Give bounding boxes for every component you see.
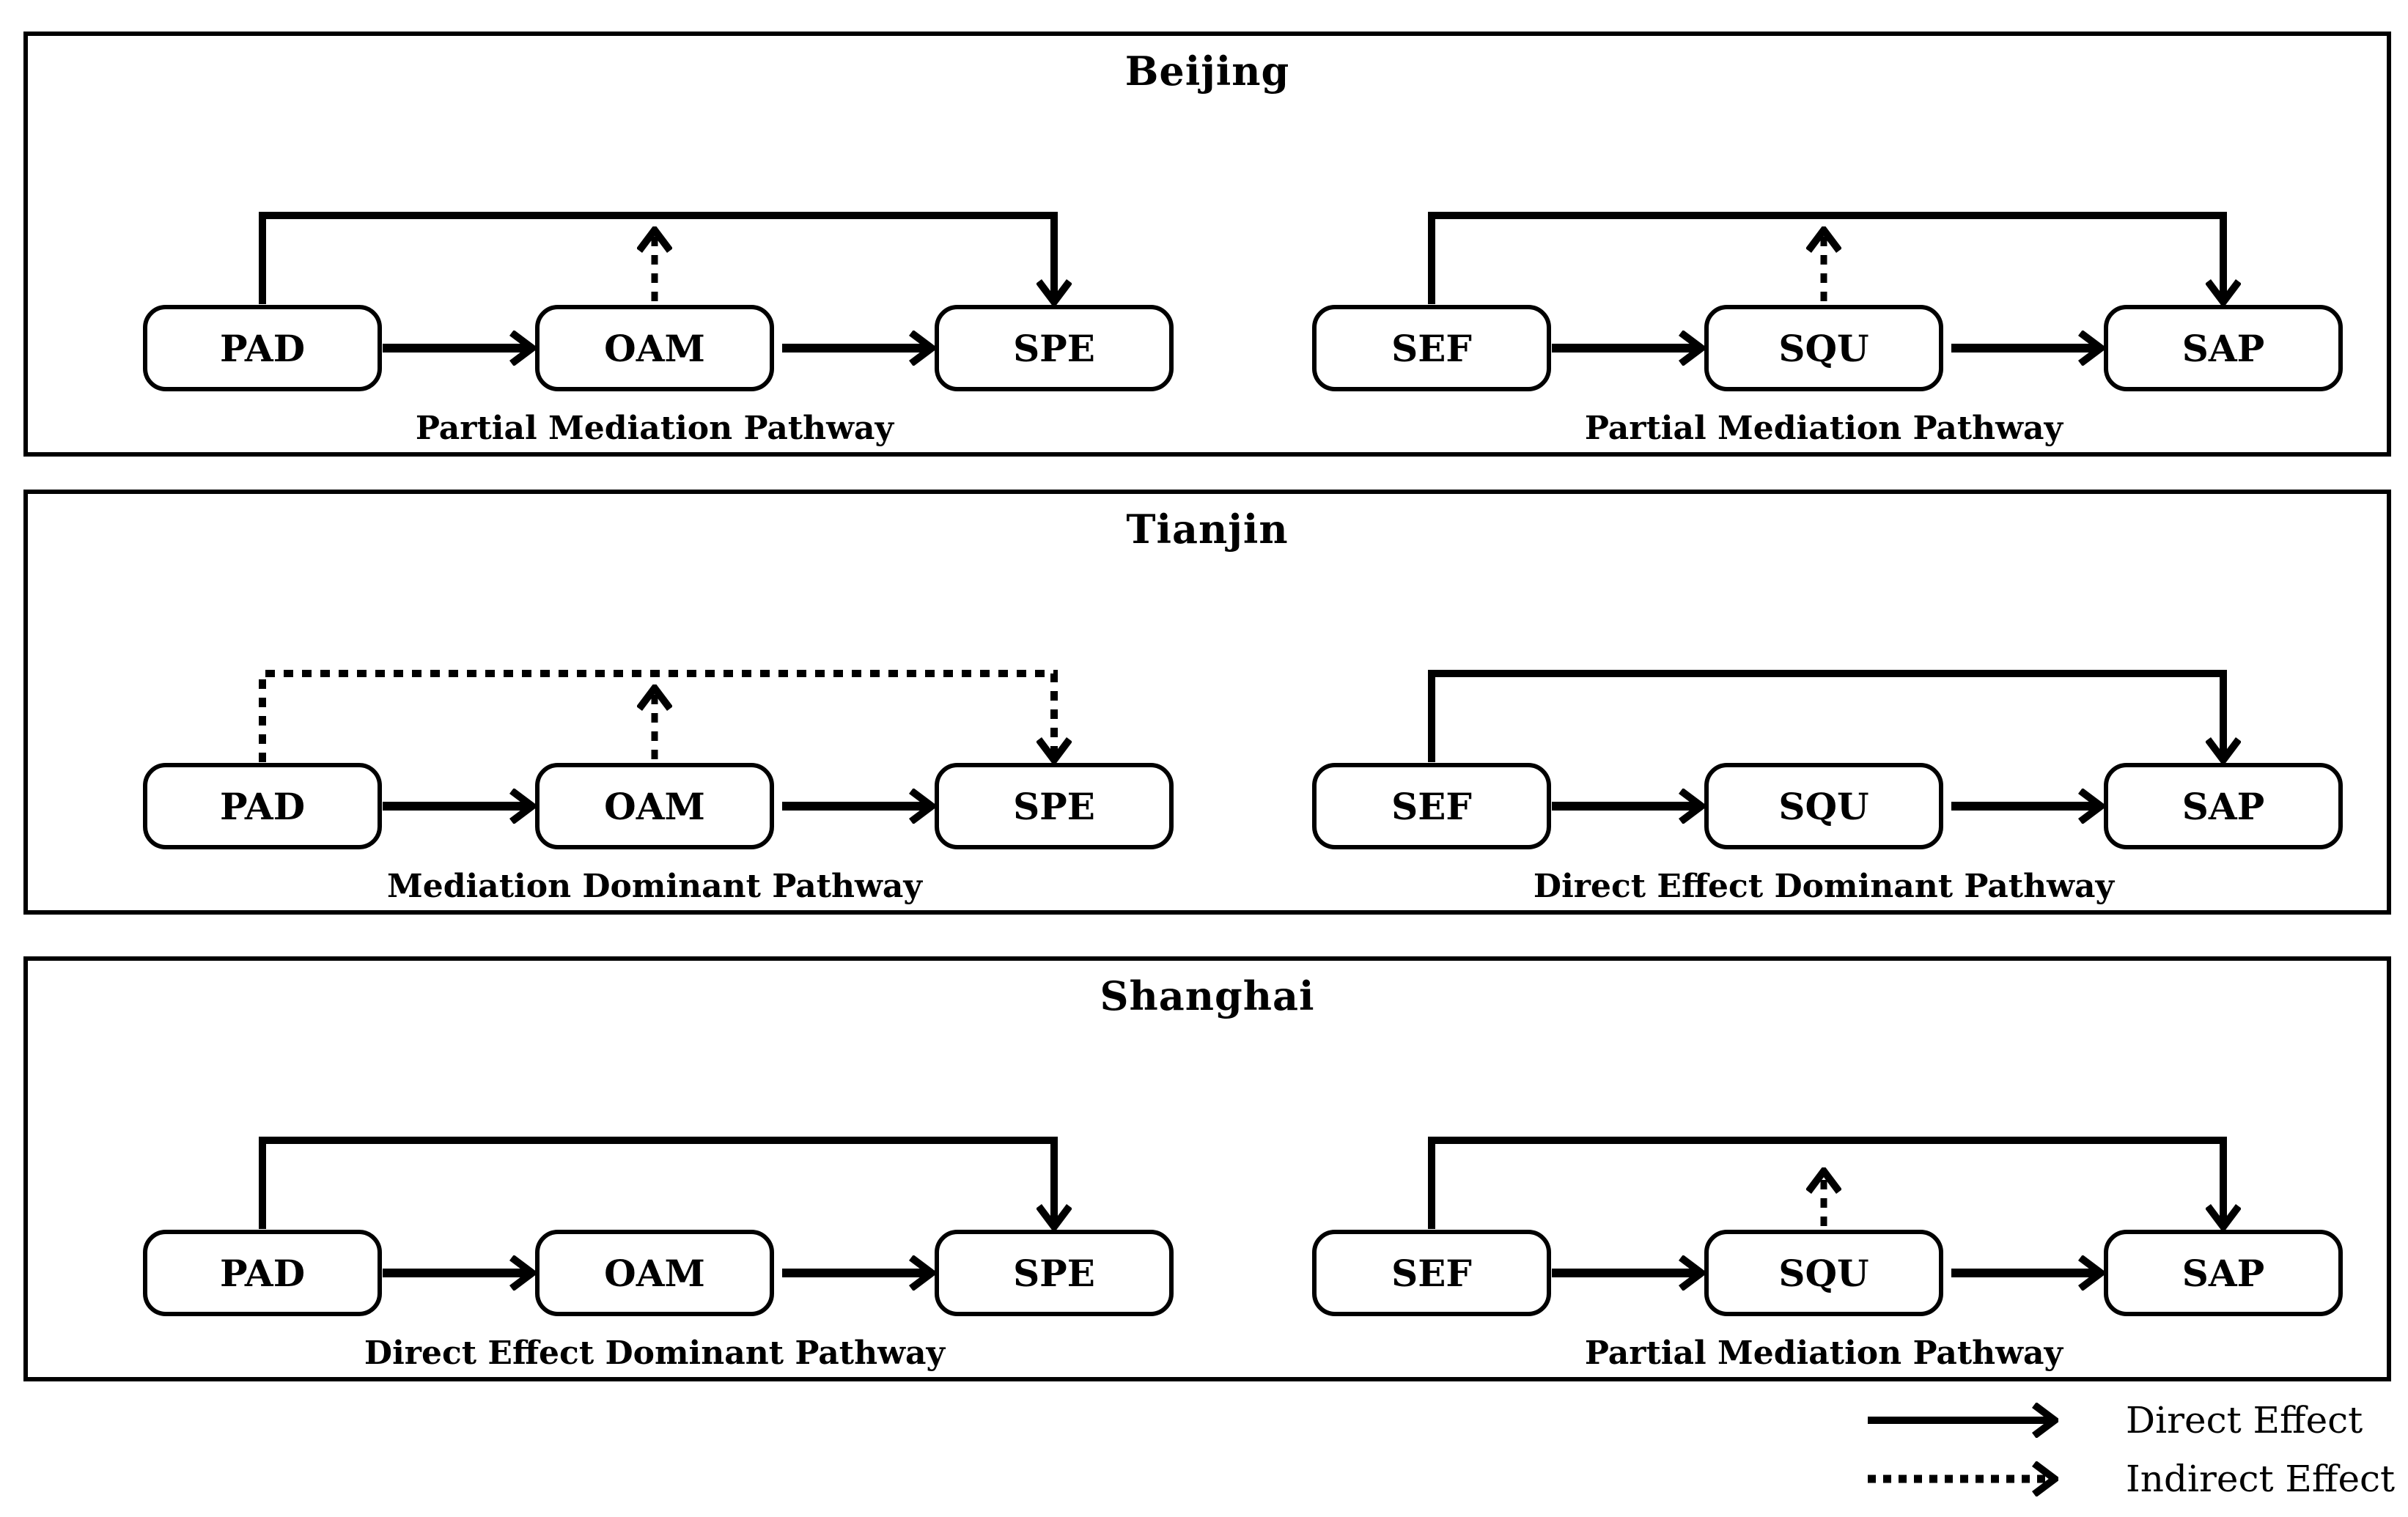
- direct-effect-bracket-arrow: [259, 1137, 1054, 1229]
- node-box: [535, 763, 774, 849]
- panel-title: Shanghai: [1100, 972, 1315, 1019]
- node-label: PAD: [220, 1252, 305, 1295]
- node-box: [143, 763, 382, 849]
- legend-item-indirect-effect: Indirect Effect: [1862, 1450, 2395, 1508]
- node-box: [143, 1230, 382, 1316]
- node-label: OAM: [604, 785, 705, 828]
- node-label: SAP: [2182, 785, 2265, 828]
- node-label: SPE: [1013, 327, 1095, 370]
- legend-label: Direct Effect: [2126, 1399, 2363, 1442]
- pathway-diagram-tianjin-left: PAD OAM SPE Mediation Dominant Pathway: [143, 670, 1174, 905]
- node-box: [935, 305, 1174, 391]
- pathway-diagram-tianjin-right: SEF SQU SAP Direct Effect Dominant Pathw…: [1312, 670, 2343, 905]
- node-box: [1312, 763, 1551, 849]
- node-box: [1704, 763, 1943, 849]
- legend: Direct Effect Indirect Effect: [1862, 1391, 2395, 1508]
- node-box: [143, 305, 382, 391]
- pathway-label: Direct Effect Dominant Pathway: [364, 1335, 946, 1372]
- legend-item-direct-effect: Direct Effect: [1862, 1391, 2390, 1450]
- node-box: [1704, 305, 1943, 391]
- legend-label: Indirect Effect: [2126, 1458, 2396, 1500]
- direct-effect-bracket-arrow: [1428, 212, 2223, 304]
- pathway-label: Direct Effect Dominant Pathway: [1533, 868, 2116, 905]
- node-label: SPE: [1013, 785, 1095, 828]
- node-box: [2104, 763, 2343, 849]
- panel-beijing: Beijing PAD OAM SPE Partial Mediation Pa…: [23, 32, 2391, 457]
- panel-title: Beijing: [1124, 48, 1290, 95]
- node-label: SEF: [1391, 327, 1472, 370]
- panel-shanghai: Shanghai PAD OAM SPE Direct Effect Domin…: [23, 956, 2391, 1381]
- node-box: [2104, 1230, 2343, 1316]
- node-box: [1312, 1230, 1551, 1316]
- direct-effect-bracket-arrow: [1428, 1137, 2223, 1229]
- node-label: SEF: [1391, 1252, 1472, 1295]
- node-label: SEF: [1391, 785, 1472, 828]
- pathway-label: Mediation Dominant Pathway: [387, 868, 923, 905]
- node-label: SAP: [2182, 1252, 2265, 1295]
- node-label: PAD: [220, 785, 305, 828]
- node-label: OAM: [604, 1252, 705, 1295]
- node-box: [935, 1230, 1174, 1316]
- direct-effect-bracket-arrow: [259, 212, 1054, 304]
- direct-effect-bracket-arrow: [1428, 670, 2223, 762]
- node-label: SQU: [1778, 785, 1868, 828]
- pathway-diagram-shanghai-left: PAD OAM SPE Direct Effect Dominant Pathw…: [143, 1137, 1174, 1372]
- pathway-diagram-shanghai-right: SEF SQU SAP Partial Mediation Pathway: [1312, 1137, 2343, 1372]
- node-label: SQU: [1778, 1252, 1868, 1295]
- node-label: OAM: [604, 327, 705, 370]
- panel-title: Tianjin: [1126, 506, 1289, 553]
- node-label: SQU: [1778, 327, 1868, 370]
- pathway-label: Partial Mediation Pathway: [416, 410, 895, 447]
- indirect-effect-bracket-arrow: [259, 670, 1054, 762]
- direct-effect-arrow-icon: [1868, 1398, 2074, 1442]
- node-box: [535, 1230, 774, 1316]
- node-label: PAD: [220, 327, 305, 370]
- node-box: [1704, 1230, 1943, 1316]
- pathway-diagram-beijing-right: SEF SQU SAP Partial Mediation Pathway: [1312, 212, 2343, 447]
- node-box: [535, 305, 774, 391]
- indirect-effect-arrow-icon: [1868, 1457, 2074, 1501]
- pathway-label: Partial Mediation Pathway: [1585, 410, 2064, 447]
- node-box: [1312, 305, 1551, 391]
- node-box: [2104, 305, 2343, 391]
- pathway-label: Partial Mediation Pathway: [1585, 1335, 2064, 1372]
- pathway-diagram-beijing-left: PAD OAM SPE Partial Mediation Pathway: [143, 212, 1174, 447]
- node-box: [935, 763, 1174, 849]
- node-label: SAP: [2182, 327, 2265, 370]
- node-label: SPE: [1013, 1252, 1095, 1295]
- panel-tianjin: Tianjin PAD OAM SPE Mediation Dominant P…: [23, 490, 2391, 915]
